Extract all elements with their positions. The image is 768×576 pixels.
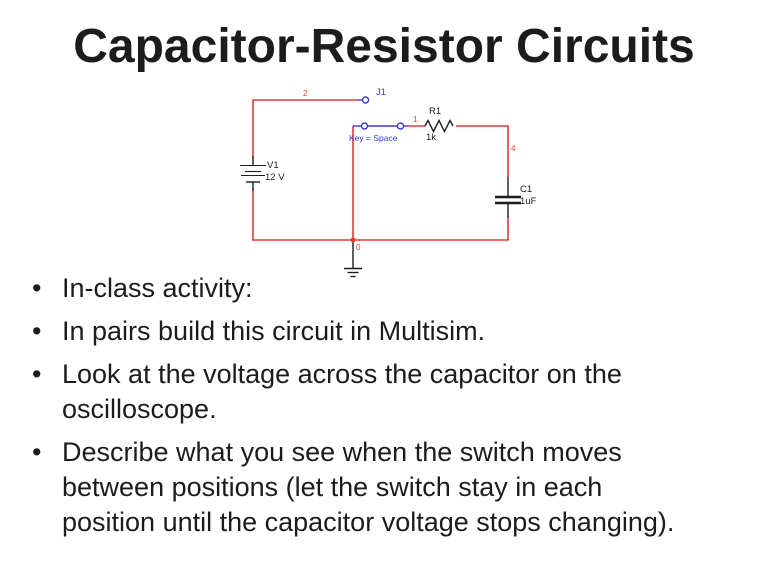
resistor-r1: R1 1k: [424, 106, 454, 143]
bullet-line: Describe what you see when the switch mo…: [62, 437, 622, 467]
bullet-marker: •: [32, 273, 42, 303]
capacitor-ref-label: C1: [520, 184, 532, 195]
bullet-text-4: Describe what you see when the switch mo…: [62, 435, 756, 540]
resistor-symbol-icon: [424, 118, 454, 134]
circuit-wires: [252, 99, 509, 241]
bullet-list: • In-class activity: • In pairs build th…: [24, 271, 756, 548]
bullet-marker: •: [32, 316, 42, 346]
bullet-line: In pairs build this circuit in Multisim.: [62, 316, 486, 346]
battery-value-label: 12 V: [265, 172, 285, 183]
resistor-ref-label: R1: [429, 106, 441, 117]
switch-key-label: Key = Space: [349, 133, 398, 143]
junction-dot-icon: [350, 237, 356, 243]
bullet-marker: •: [32, 437, 42, 467]
bullet-text-1: In-class activity:: [62, 271, 756, 306]
bullet-text-2: In pairs build this circuit in Multisim.: [62, 314, 756, 349]
bullet-item-1: • In-class activity:: [24, 271, 756, 306]
net-label-2: 2: [303, 89, 308, 98]
net-number-labels: 2 1 4 0: [303, 89, 516, 252]
battery-ref-label: V1: [267, 160, 279, 171]
capacitor-value-label: 1uF: [520, 196, 537, 207]
bullet-line: oscilloscope.: [62, 394, 217, 424]
bullet-line: In-class activity:: [62, 273, 253, 303]
ground-symbol-icon: [344, 241, 362, 278]
bullet-line: between positions (let the switch stay i…: [62, 472, 603, 502]
switch-throw-terminal-icon: [396, 122, 405, 130]
switch-top-terminal-icon: [361, 96, 370, 104]
capacitor-c1: C1 1uF: [495, 177, 537, 218]
bullet-line: position until the capacitor voltage sto…: [62, 507, 675, 537]
net-label-1: 1: [413, 115, 418, 124]
bullet-marker: •: [32, 359, 42, 389]
switch-pole-terminal-icon: [360, 122, 369, 130]
switch-j1: J1 Key = Space: [349, 87, 408, 143]
battery-v1: V1 12 V: [240, 156, 285, 191]
slide-title: Capacitor-Resistor Circuits: [73, 19, 695, 73]
bullet-item-3: • Look at the voltage across the capacit…: [24, 357, 756, 427]
resistor-value-label: 1k: [426, 132, 436, 143]
switch-ref-label: J1: [376, 87, 386, 98]
bullet-text-3: Look at the voltage across the capacitor…: [62, 357, 756, 427]
net-label-4: 4: [511, 144, 516, 153]
bullet-item-2: • In pairs build this circuit in Multisi…: [24, 314, 756, 349]
net-label-0: 0: [356, 243, 361, 252]
bullet-line: Look at the voltage across the capacitor…: [62, 359, 622, 389]
bullet-item-4: • Describe what you see when the switch …: [24, 435, 756, 540]
